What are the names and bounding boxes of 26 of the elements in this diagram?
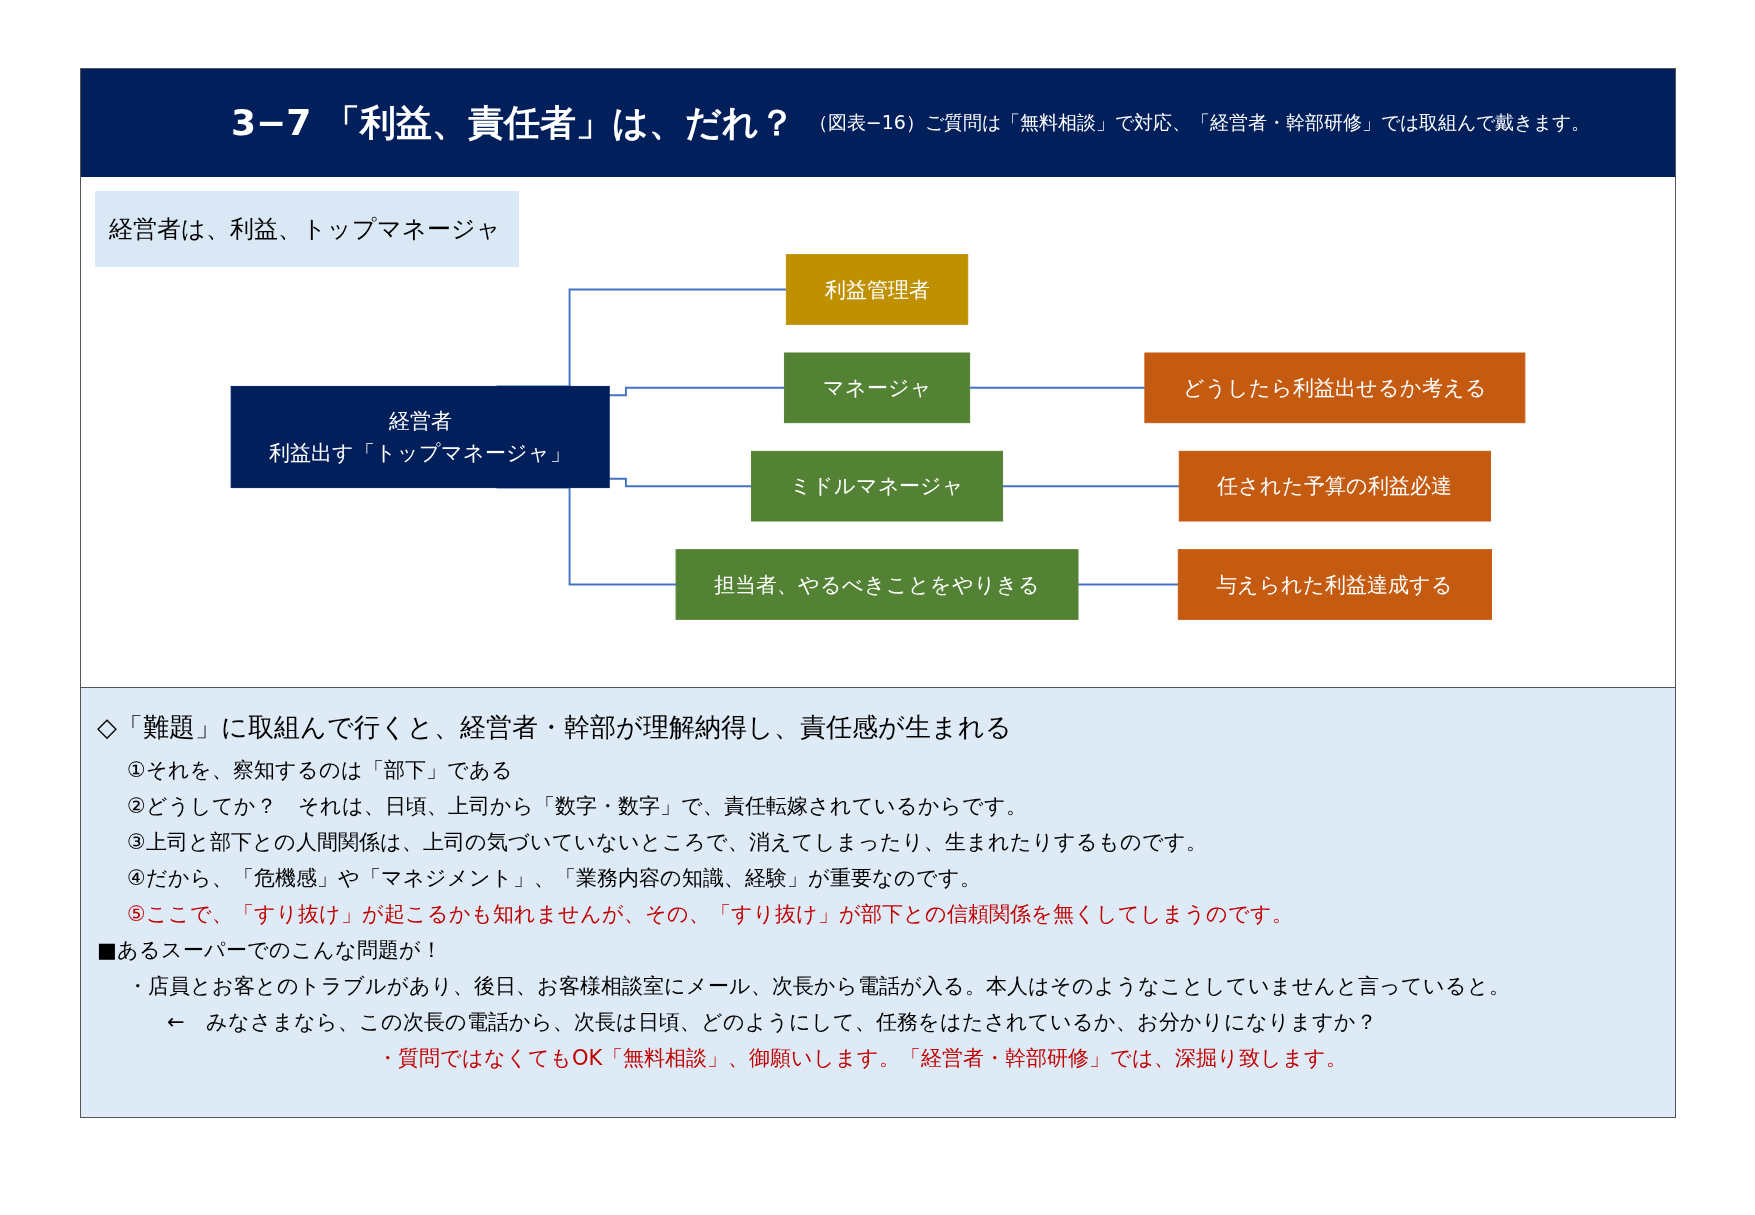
node-box: 担当者、やるべきことをやりきる bbox=[675, 549, 1079, 620]
title: 3−7 「利益、責任者」は、だれ？ bbox=[231, 100, 795, 145]
note-text: ⑤ここで、「すり抜け」が起こるかも知れませんが、その、「すり抜け」が部下との信頼関係を無くしてしまうのです。 bbox=[127, 902, 1293, 926]
node-box: マネージャ bbox=[783, 352, 971, 424]
note-text: ②どうしてか？ それは、日頃、上司から「数字・数字」で、責任転嫁されているからです。 bbox=[127, 794, 1027, 818]
connector bbox=[1001, 485, 1181, 488]
node-box: 任された予算の利益必達 bbox=[1178, 450, 1491, 522]
note-text: ①それを、察知するのは「部下」である bbox=[127, 758, 513, 782]
node-box: 利益管理者 bbox=[785, 254, 969, 325]
note-box: 経営者は、利益、トップマネージャ bbox=[95, 191, 519, 267]
note-text: ← みなさまなら、この次長の電話から、次長は日頃、どのようにして、任務をはたされているか、お分かりになりますか？ bbox=[167, 1010, 1377, 1034]
note-text: ④だから、「危機感」や「マネジメント」、「業務内容の知識、経験」が重要なのです。 bbox=[127, 866, 981, 890]
note-text: ■あるスーパーでのこんな問題が！ bbox=[97, 938, 442, 962]
note-text: ・店員とお客とのトラブルがあり、後日、お客様相談室にメール、次長から電話が入る。本人はそのようなことしていませんと言っていると。 bbox=[127, 974, 1510, 998]
connector bbox=[608, 386, 786, 397]
note-text: ・質問ではなくてもOK「無料相談」、御願いします。「経営者・幹部研修」では、深掘り致します。 bbox=[377, 1046, 1348, 1070]
node-box: どうしたら利益出せるか考える bbox=[1144, 352, 1526, 424]
node-box: 経営者 利益出す「トップマネージャ」 bbox=[230, 385, 610, 489]
connector bbox=[608, 477, 753, 488]
subtitle: （図表−16）ご質問は「無料相談」で対応、「経営者・幹部研修」では取組んで戴きます。 bbox=[808, 110, 1590, 135]
note-text: ③上司と部下との人間関係は、上司の気づいていないところで、消えてしまったり、生まれたりするものです。 bbox=[127, 830, 1207, 854]
node-box: 与えられた利益達成する bbox=[1177, 549, 1492, 620]
connector bbox=[1077, 583, 1180, 586]
connector bbox=[968, 386, 1146, 389]
node-box: ミドルマネージャ bbox=[751, 450, 1004, 522]
section-heading: ◇「難題」に取組んで行くと、経営者・幹部が理解納得し、責任感が生まれる bbox=[97, 712, 1012, 742]
